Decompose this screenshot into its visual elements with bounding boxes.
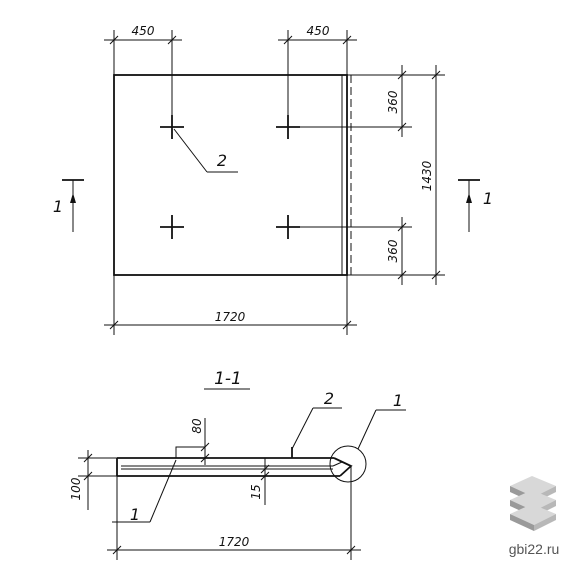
- dim-1720-section: 1720: [219, 535, 250, 549]
- height-dimension-lines: [412, 65, 445, 285]
- dim-80: 80: [190, 418, 204, 434]
- dim-360-top: 360: [386, 90, 400, 113]
- svg-text:1: 1: [53, 197, 63, 216]
- detail-circle: [329, 445, 367, 483]
- stacked-slabs-icon: [510, 476, 556, 531]
- callout-1-left: 1: [130, 505, 140, 524]
- dim-100: 100: [69, 477, 83, 500]
- dim-360-bottom: 360: [386, 239, 400, 262]
- dim-80-lines: [200, 418, 210, 465]
- callout-1-left-leader: [112, 459, 177, 523]
- section-slab: [116, 446, 353, 477]
- callout-2-section: 2: [324, 389, 334, 408]
- dim-15: 15: [249, 484, 263, 499]
- callout-1-right-leader: [357, 409, 406, 450]
- section-mark-right: 1: [458, 179, 493, 232]
- section-title: 1-1: [214, 369, 242, 389]
- width-dimension-lines: [104, 275, 357, 335]
- plan-view: 450 450 360 360 1430: [53, 24, 493, 335]
- callout-2-leader: [173, 128, 238, 173]
- section-mark-left: 1: [53, 179, 84, 232]
- callout-2-section-leader: [291, 407, 342, 450]
- slab-outline: [113, 74, 348, 276]
- site-watermark: gbi22.ru: [509, 541, 560, 557]
- top-dimension-lines: [104, 30, 357, 127]
- section-view: 1-1 80: [69, 369, 406, 560]
- dim-450-left: 450: [132, 24, 155, 38]
- dim-1430: 1430: [420, 160, 434, 191]
- section-width-lines: [107, 466, 361, 560]
- dim-450-right: 450: [307, 24, 330, 38]
- dim-15-lines: [260, 458, 270, 505]
- callout-2-plan: 2: [217, 151, 227, 170]
- callout-1-right: 1: [393, 391, 403, 410]
- svg-text:1: 1: [483, 189, 493, 208]
- dim-1720-plan: 1720: [215, 310, 246, 324]
- right-dimension-lines: [288, 65, 412, 285]
- loop-mark: [160, 215, 184, 239]
- dim-100-lines: [78, 450, 117, 510]
